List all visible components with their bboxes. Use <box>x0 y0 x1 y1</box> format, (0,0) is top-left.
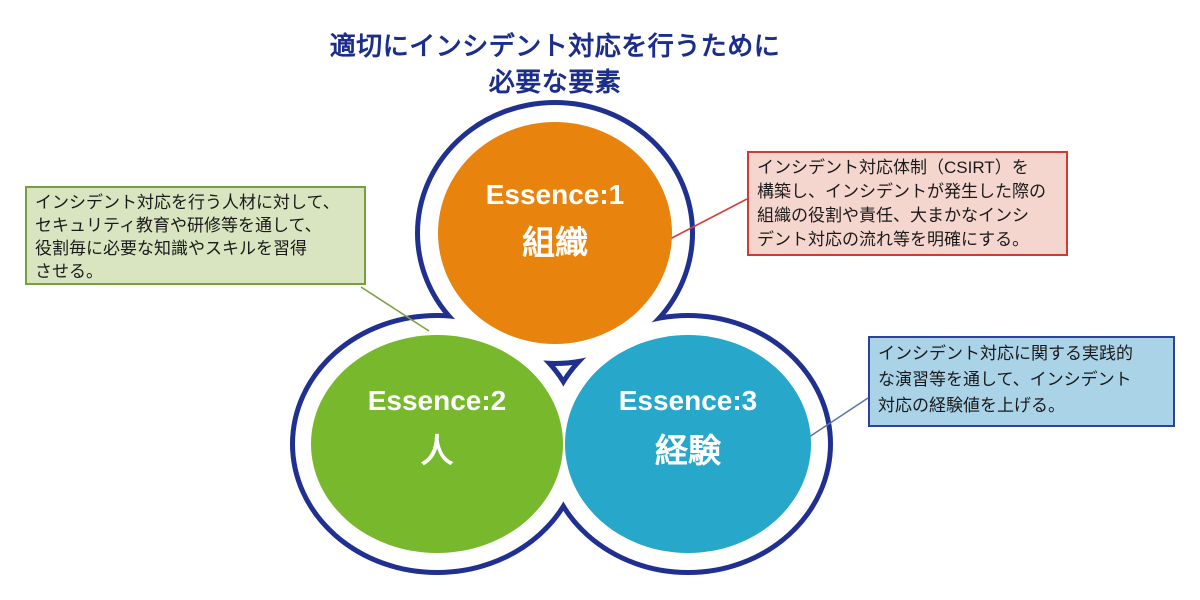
diagram-title-line2: 必要な要素 <box>488 67 622 97</box>
essence-circles: Essence:1 組織 Essence:2 人 Essence:3 経験 <box>311 122 811 553</box>
people-callout: インシデント対応を行う人材に対して、 セキュリティ教育や研修等を通して、 役割毎… <box>25 186 366 285</box>
essence-2-label: Essence:2 <box>368 385 507 416</box>
essence-1-label: Essence:1 <box>486 179 625 210</box>
essence-1-circle <box>438 122 672 344</box>
essence-2-sublabel: 人 <box>421 432 454 469</box>
essence-1-sublabel: 組織 <box>522 224 588 261</box>
diagram-title-line1: 適切にインシデント対応を行うために <box>329 31 781 61</box>
people-connector-line <box>360 286 430 332</box>
diagram-title: 適切にインシデント対応を行うために 必要な要素 <box>250 28 860 100</box>
essence-3-label: Essence:3 <box>619 385 758 416</box>
essence-3-sublabel: 経験 <box>655 432 722 469</box>
essence-3-circle <box>565 335 811 553</box>
essence-2-circle <box>311 335 563 553</box>
experience-callout: インシデント対応に関する実践的 な演習等を通して、インシデント 対応の経験値を上… <box>868 336 1175 427</box>
organization-callout: インシデント対応体制（CSIRT）を 構築し、インシデントが発生した際の 組織の… <box>747 151 1068 256</box>
experience-connector-line <box>802 397 869 442</box>
organization-connector-line <box>667 198 748 241</box>
